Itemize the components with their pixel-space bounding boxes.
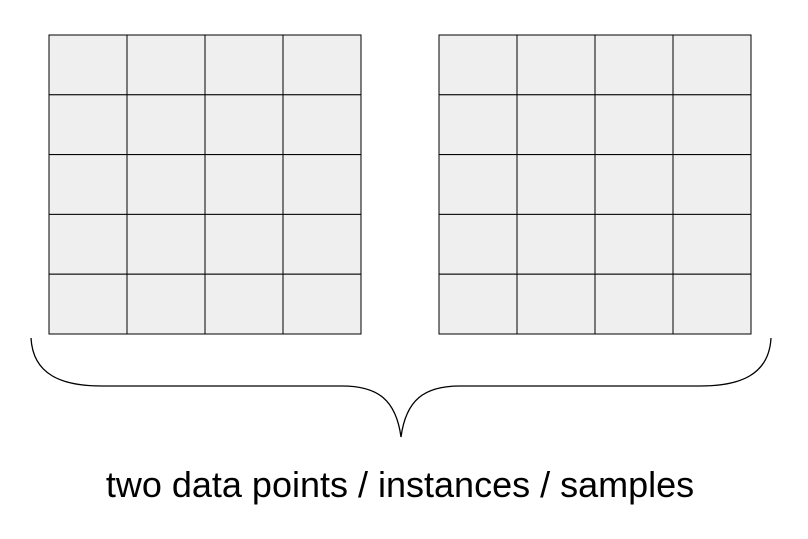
grid-cell — [438, 273, 518, 335]
grid-cell — [672, 213, 752, 275]
grid-cell — [204, 273, 284, 335]
grid-cell — [282, 34, 362, 96]
grid-cell — [204, 34, 284, 96]
grid-cell — [48, 213, 128, 275]
grid-cell — [282, 94, 362, 156]
grid-cell — [48, 273, 128, 335]
grid-cell — [48, 154, 128, 215]
grid-cell — [282, 154, 362, 215]
grid-cell — [672, 154, 752, 215]
grid-cell — [594, 34, 674, 96]
grid-cell — [516, 213, 596, 275]
grid-cell — [438, 34, 518, 96]
grid-cell — [126, 154, 206, 215]
grid-cell — [672, 94, 752, 156]
grid-cell — [48, 94, 128, 156]
grid-cell — [282, 213, 362, 275]
grid-cell — [516, 34, 596, 96]
grid-cell — [594, 94, 674, 156]
caption: two data points / instances / samples — [106, 464, 694, 505]
grid-cell — [594, 273, 674, 335]
grid-cell — [204, 154, 284, 215]
grid-cell — [594, 154, 674, 215]
grid-cell — [282, 273, 362, 335]
grid-cell — [516, 273, 596, 335]
grid-cell — [126, 273, 206, 335]
grid-cell — [204, 94, 284, 156]
curly-brace — [30, 337, 772, 438]
grid-right — [438, 34, 752, 335]
grid-cell — [126, 213, 206, 275]
grid-cell — [126, 34, 206, 96]
grid-cell — [516, 94, 596, 156]
grid-cell — [204, 213, 284, 275]
grid-cell — [516, 154, 596, 215]
grid-cell — [672, 34, 752, 96]
grid-cell — [672, 273, 752, 335]
grid-left — [48, 34, 362, 335]
grid-cell — [438, 213, 518, 275]
grid-cell — [48, 34, 128, 96]
grid-cell — [438, 94, 518, 156]
grid-cell — [594, 213, 674, 275]
grid-cell — [126, 94, 206, 156]
grid-cell — [438, 154, 518, 215]
